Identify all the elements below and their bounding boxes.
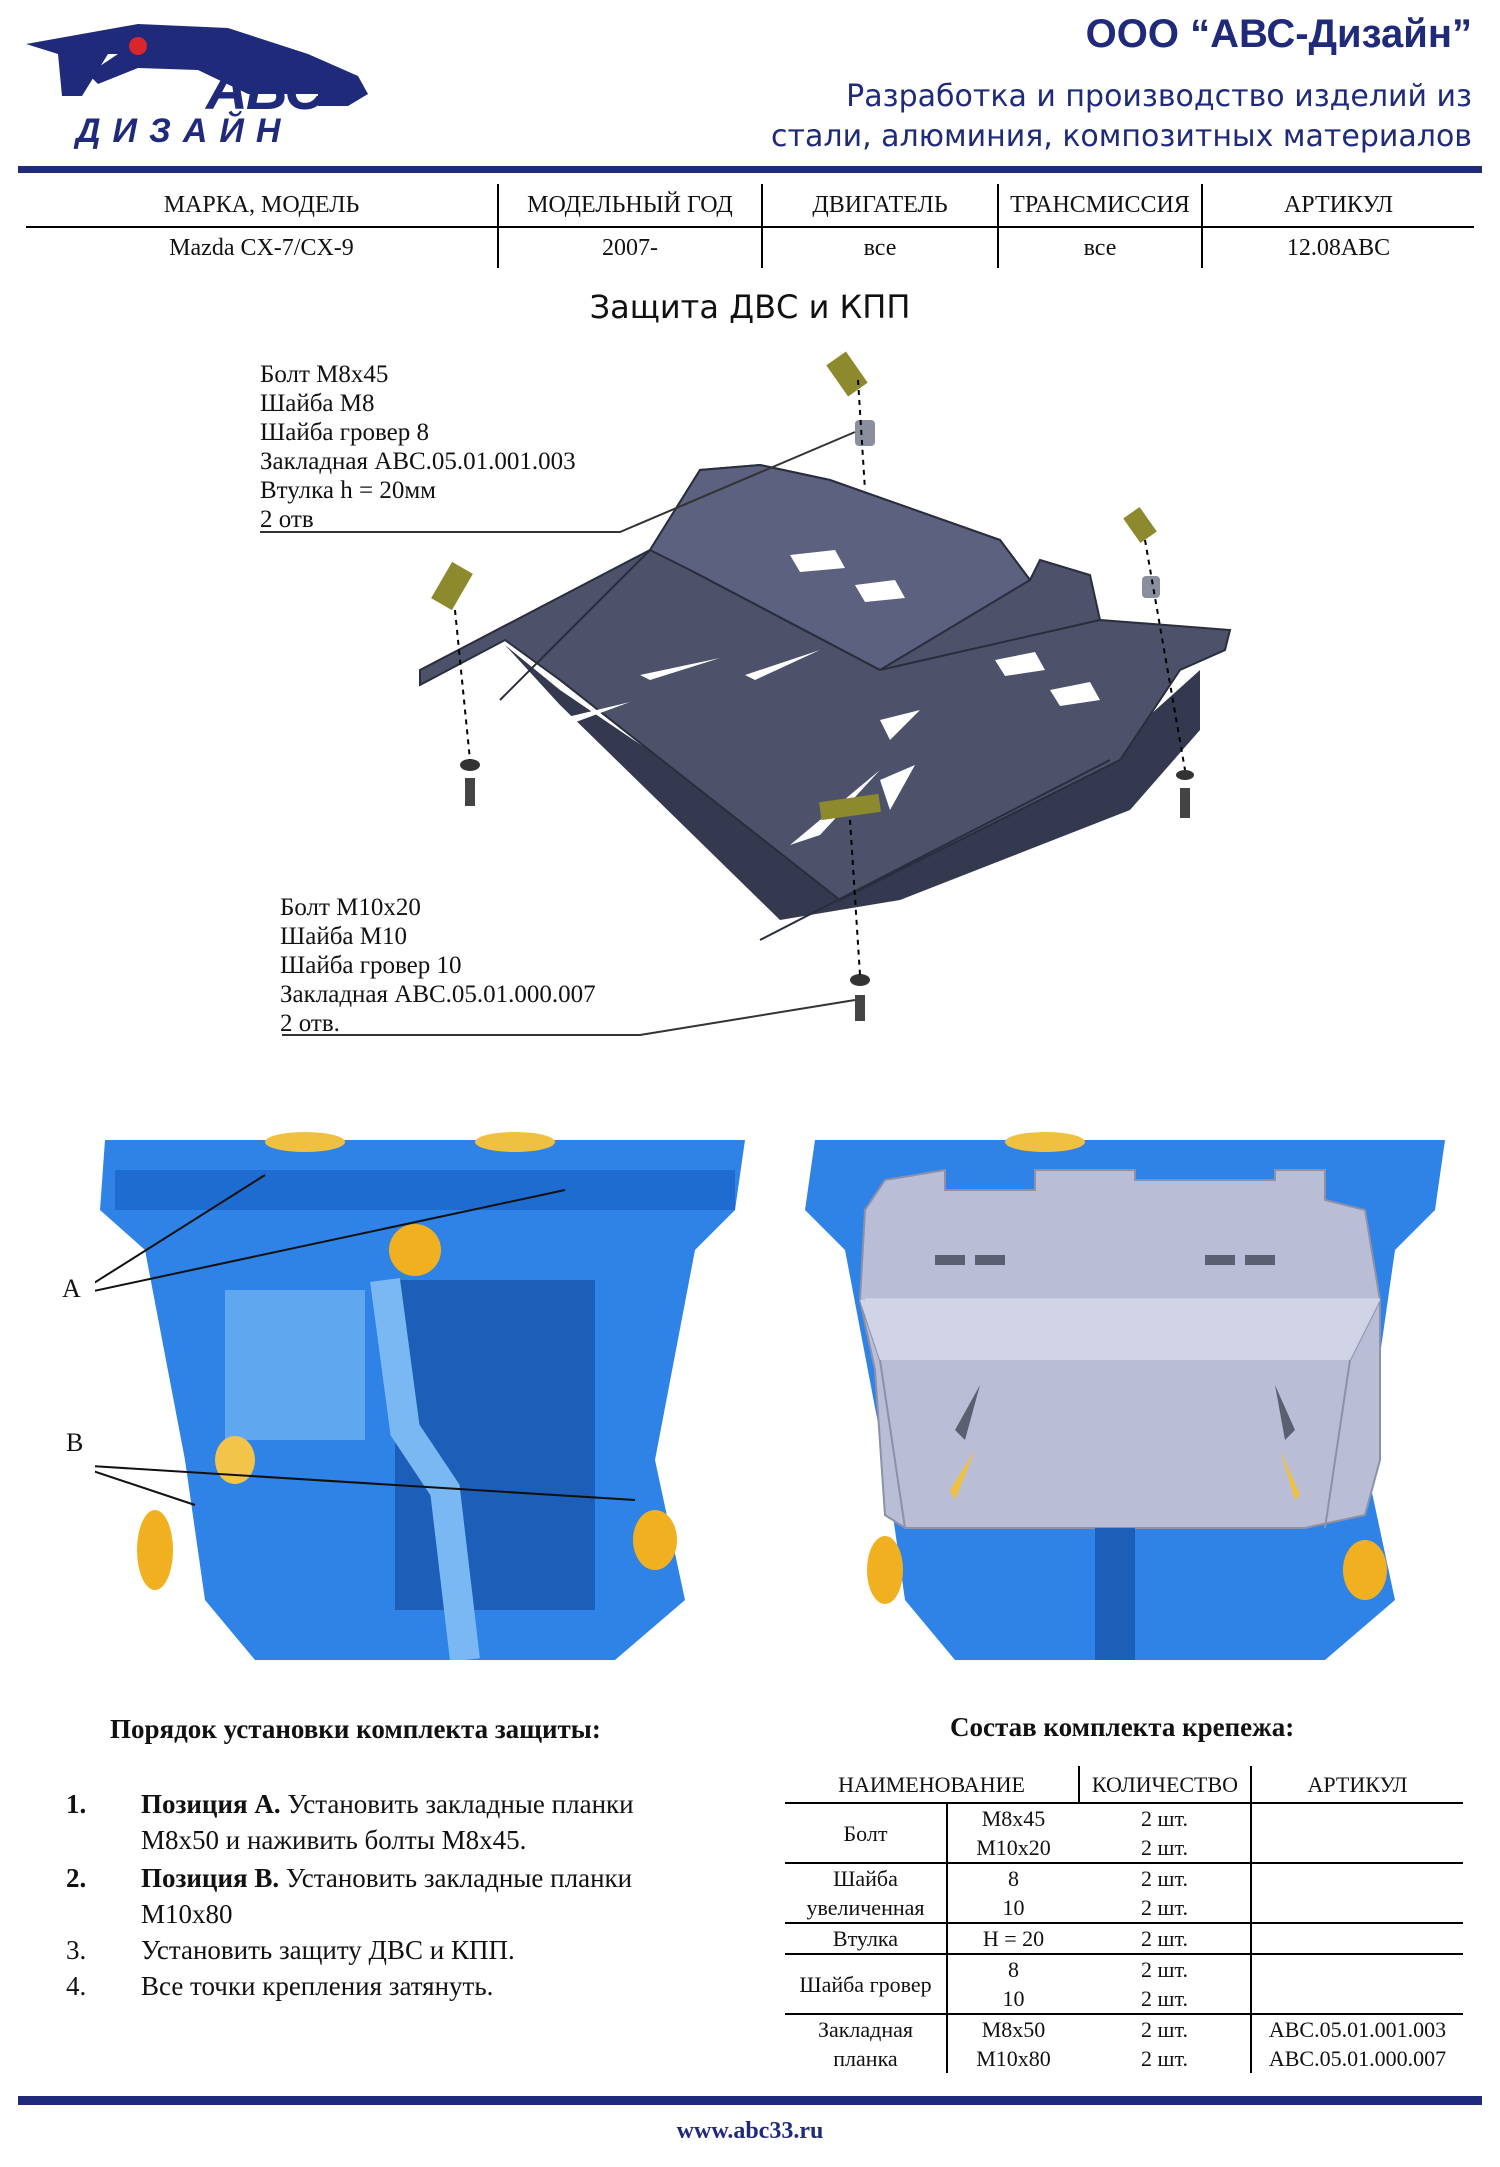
kit-item-qty: 2 шт.2 шт.: [1141, 2017, 1188, 2071]
kit-item-article: [1250, 1954, 1463, 2014]
logo-abc: АВС: [206, 57, 326, 122]
callout-bottom-line: Шайба М10: [280, 923, 407, 950]
spec-header-model: МАРКА, МОДЕЛЬ: [26, 184, 498, 228]
footer-divider: [18, 2096, 1482, 2105]
kit-item-qty: 2 шт.2 шт.: [1141, 1957, 1188, 2011]
callout-bottom-line: 2 отв.: [280, 1010, 340, 1037]
callout-top-line: Втулка h = 20мм: [260, 477, 437, 504]
leader-bottom: [282, 999, 856, 1036]
kit-row: Втулка Н = 20 2 шт.: [785, 1923, 1463, 1954]
chassis-photo-mount-points: [95, 1130, 755, 1660]
spec-header-year: МОДЕЛЬНЫЙ ГОД: [497, 184, 762, 228]
bushing-right: [1142, 576, 1160, 598]
kit-header-qty: КОЛИЧЕСТВО: [1078, 1766, 1251, 1804]
label-position-a: А: [62, 1274, 81, 1303]
kit-item-name: Закладная планка: [817, 2017, 914, 2071]
kit-header-article: АРТИКУЛ: [1250, 1766, 1463, 1804]
spec-header-row: МАРКА, МОДЕЛЬ МОДЕЛЬНЫЙ ГОД ДВИГАТЕЛЬ ТР…: [26, 184, 1474, 228]
callout-top-line: 2 отв: [260, 506, 314, 533]
kit-table: НАИМЕНОВАНИЕ КОЛИЧЕСТВО АРТИКУЛ Болт М8х…: [785, 1766, 1463, 2073]
leader-top: [260, 431, 856, 533]
callout-top-line: Закладная АВС.05.01.001.003: [260, 448, 576, 475]
bracket-left: [431, 561, 473, 611]
drawing-title: Защита ДВС и КПП: [589, 288, 911, 326]
label-position-b: В: [66, 1428, 84, 1457]
spec-year: 2007-: [497, 227, 762, 268]
bracket-front: [819, 793, 881, 821]
tagline-line-2: стали, алюминия, композитных материалов: [771, 119, 1472, 154]
callout-top-line: Болт М8х45: [260, 361, 389, 388]
callout-top-line: Шайба М8: [260, 390, 375, 417]
kit-header-name: НАИМЕНОВАНИЕ: [785, 1766, 1079, 1804]
logo-design: ДИЗАЙН: [76, 112, 293, 150]
step-bold: Позиция В.: [141, 1863, 280, 1893]
installed-guard-photo: [805, 1130, 1455, 1660]
kit-item-article: [1250, 1803, 1463, 1863]
step-text: Позиция А. Установить закладные планки М…: [141, 1786, 701, 1858]
callout-top: Болт М8х45 Шайба М8 Шайба гровер 8 Закла…: [260, 360, 576, 534]
kit-item-article: [1250, 1863, 1463, 1923]
callout-bottom-line: Шайба гровер 10: [280, 952, 462, 979]
step-number: 4.: [66, 1971, 87, 2001]
kit-title: Состав комплекта крепежа:: [950, 1712, 1295, 1742]
tagline-line-1: Разработка и производство изделий из: [846, 79, 1472, 114]
step-number: 3.: [66, 1935, 87, 1965]
spec-row: Mazda CX-7/CX-9 2007- все все 12.08ABC: [26, 227, 1474, 268]
step-body: Установить закладные планки М8х50 и нажи…: [141, 1789, 634, 1855]
step-number: 1.: [66, 1789, 87, 1819]
kit-item-article: [1250, 1923, 1463, 1954]
kit-item-qty: 2 шт.: [1141, 1926, 1188, 1951]
footer-website-link[interactable]: www.abc33.ru: [676, 2118, 824, 2144]
kit-item-spec: Н = 20: [946, 1923, 1079, 1954]
step-text: Позиция В. Установить закладные планки М…: [141, 1860, 701, 1932]
company-name: ООО “АВС-Дизайн”: [1085, 12, 1472, 56]
logo-car-icon: [26, 24, 368, 106]
step-body: Установить закладные планки М10х80: [141, 1863, 633, 1929]
kit-item-name: Втулка: [832, 1926, 899, 1951]
spec-table: МАРКА, МОДЕЛЬ МОДЕЛЬНЫЙ ГОД ДВИГАТЕЛЬ ТР…: [26, 184, 1474, 268]
step-text: Все точки крепления затянуть.: [141, 1971, 494, 2001]
spec-article: 12.08ABC: [1201, 227, 1474, 268]
spec-header-engine: ДВИГАТЕЛЬ: [761, 184, 998, 228]
bolt-right: [1176, 770, 1194, 818]
spec-header-transmission: ТРАНСМИССИЯ: [997, 184, 1202, 228]
install-title: Порядок установки комплекта защиты:: [110, 1714, 601, 1744]
guard-isometric-drawing: [260, 351, 1232, 1036]
step-bold: Позиция А.: [141, 1789, 281, 1819]
bracket-right: [1123, 506, 1157, 544]
spec-header-article: АРТИКУЛ: [1201, 184, 1474, 228]
callout-bottom: Болт М10х20 Шайба М10 Шайба гровер 10 За…: [280, 893, 596, 1038]
step-number: 2.: [66, 1863, 87, 1893]
logo: АВС ДИЗАЙН: [18, 14, 378, 150]
bolt-bottom: [850, 974, 870, 1021]
callout-top-line: Шайба гровер 8: [260, 419, 430, 446]
header-divider: [18, 166, 1482, 173]
install-steps: 1. Позиция А. Установить закладные планк…: [66, 1786, 716, 2006]
bolt-left: [460, 759, 480, 806]
kit-item-qty: 2 шт.2 шт.: [1141, 1806, 1188, 1860]
step-text: Установить защиту ДВС и КПП.: [141, 1935, 515, 1965]
kit-item-name: Шайба увеличенная: [806, 1866, 925, 1920]
kit-item-name: Шайба гровер: [799, 1971, 932, 1997]
spec-engine: все: [761, 227, 998, 268]
spec-model: Mazda CX-7/CX-9: [169, 234, 354, 261]
callout-bottom-line: Болт М10х20: [280, 894, 421, 921]
kit-item-qty: 2 шт.2 шт.: [1141, 1866, 1188, 1920]
kit-header-row: НАИМЕНОВАНИЕ КОЛИЧЕСТВО АРТИКУЛ: [785, 1766, 1463, 1804]
callout-bottom-line: Закладная АВС.05.01.000.007: [280, 981, 596, 1008]
bracket-top-rear: [826, 351, 868, 397]
kit-item-name: Болт: [843, 1820, 888, 1846]
bushing-top: [855, 420, 875, 446]
spec-transmission: все: [997, 227, 1202, 268]
